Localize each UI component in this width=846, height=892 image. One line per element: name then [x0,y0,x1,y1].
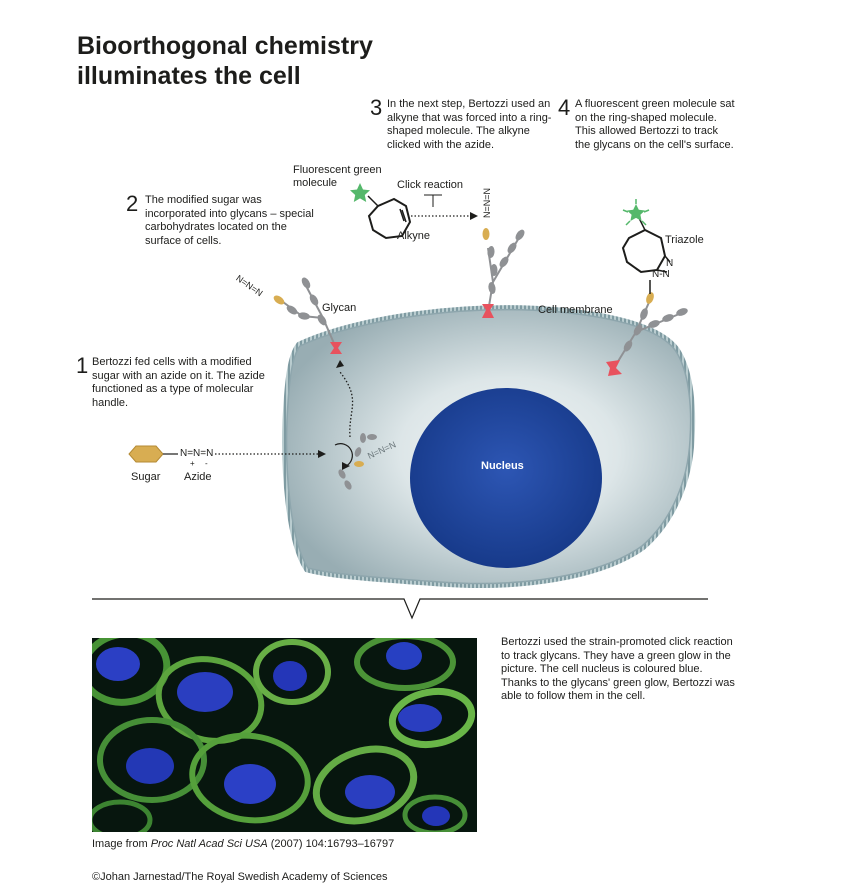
fluorescent-label-line-2: molecule [293,177,338,189]
copyright-notice: ©Johan Jarnestad/The Royal Swedish Acade… [92,871,388,883]
azide-charge-plus: + [190,459,195,468]
cell-membrane-label: Cell membrane [538,304,613,316]
azide-label: Azide [184,471,212,483]
nucleus-label: Nucleus [481,460,524,472]
fluorescent-molecule-label: Fluorescent green molecule [293,164,382,190]
photo-caption: Bertozzi used the strain-promoted click … [501,636,735,702]
azide-charge-minus: - [205,459,208,468]
arrow-right-icon-2 [318,450,326,458]
step-3-number: 3 [370,95,383,120]
cell [282,305,696,588]
triazole-nn-label: N-N [652,269,670,280]
image-credit-journal: Proc Natl Acad Sci USA [150,838,268,850]
arrow-right-icon [470,212,478,220]
title-line-2: illuminates the cell [77,62,301,90]
glycan-middle [482,228,525,318]
triazole-n-label: N [666,258,674,269]
image-credit-prefix: Image from [92,838,151,850]
step-1-text: Bertozzi fed cells with a modified sugar… [92,356,265,409]
step-4-number: 4 [558,95,571,120]
fluorescent-glow-icon [622,199,650,226]
glycan-right [606,292,688,376]
triazole-structure [621,199,671,294]
nucleus [410,388,602,568]
azide-formula-step1: N=N=N [180,448,214,459]
step-2-text: The modified sugar was incorporated into… [145,194,314,247]
image-credit-suffix: (2007) 104:16793–16797 [267,838,395,850]
click-reaction-mark [424,194,442,207]
image-credit: Image from Proc Natl Acad Sci USA (2007)… [92,838,394,850]
step-1-number: 1 [76,353,89,378]
step-3-text: In the next step, Bertozzi used an alkyn… [387,98,552,151]
alkyne-label: Alkyne [397,230,431,242]
microscopy-image [92,638,477,832]
nuclei-group [96,642,450,826]
callout-line [92,598,708,620]
fluorescent-star-icon-2 [350,183,370,202]
glycan-left [273,277,342,354]
sugar-label: Sugar [131,471,161,483]
glycan-label: Glycan [322,302,357,314]
azide-formula-glycan-middle: N=N=N [482,187,492,218]
cell-glow-group [92,638,476,832]
metabolic-pathway [334,360,377,490]
click-reaction-label: Click reaction [397,179,464,191]
sugar-hexagon-icon [128,445,164,463]
step-2-number: 2 [126,191,139,216]
step-4-text: A fluorescent green molecule sat on the … [575,98,735,151]
alkyne-structure [350,183,478,240]
fluorescent-label-line-1: Fluorescent green [293,164,382,176]
title-line-1: Bioorthogonal chemistry [77,32,373,60]
triazole-label: Triazole [665,234,704,246]
fluorescent-star-icon [627,204,645,221]
sugar-azide-molecule [128,445,326,463]
page-title: Bioorthogonal chemistry illuminates the … [77,31,373,91]
